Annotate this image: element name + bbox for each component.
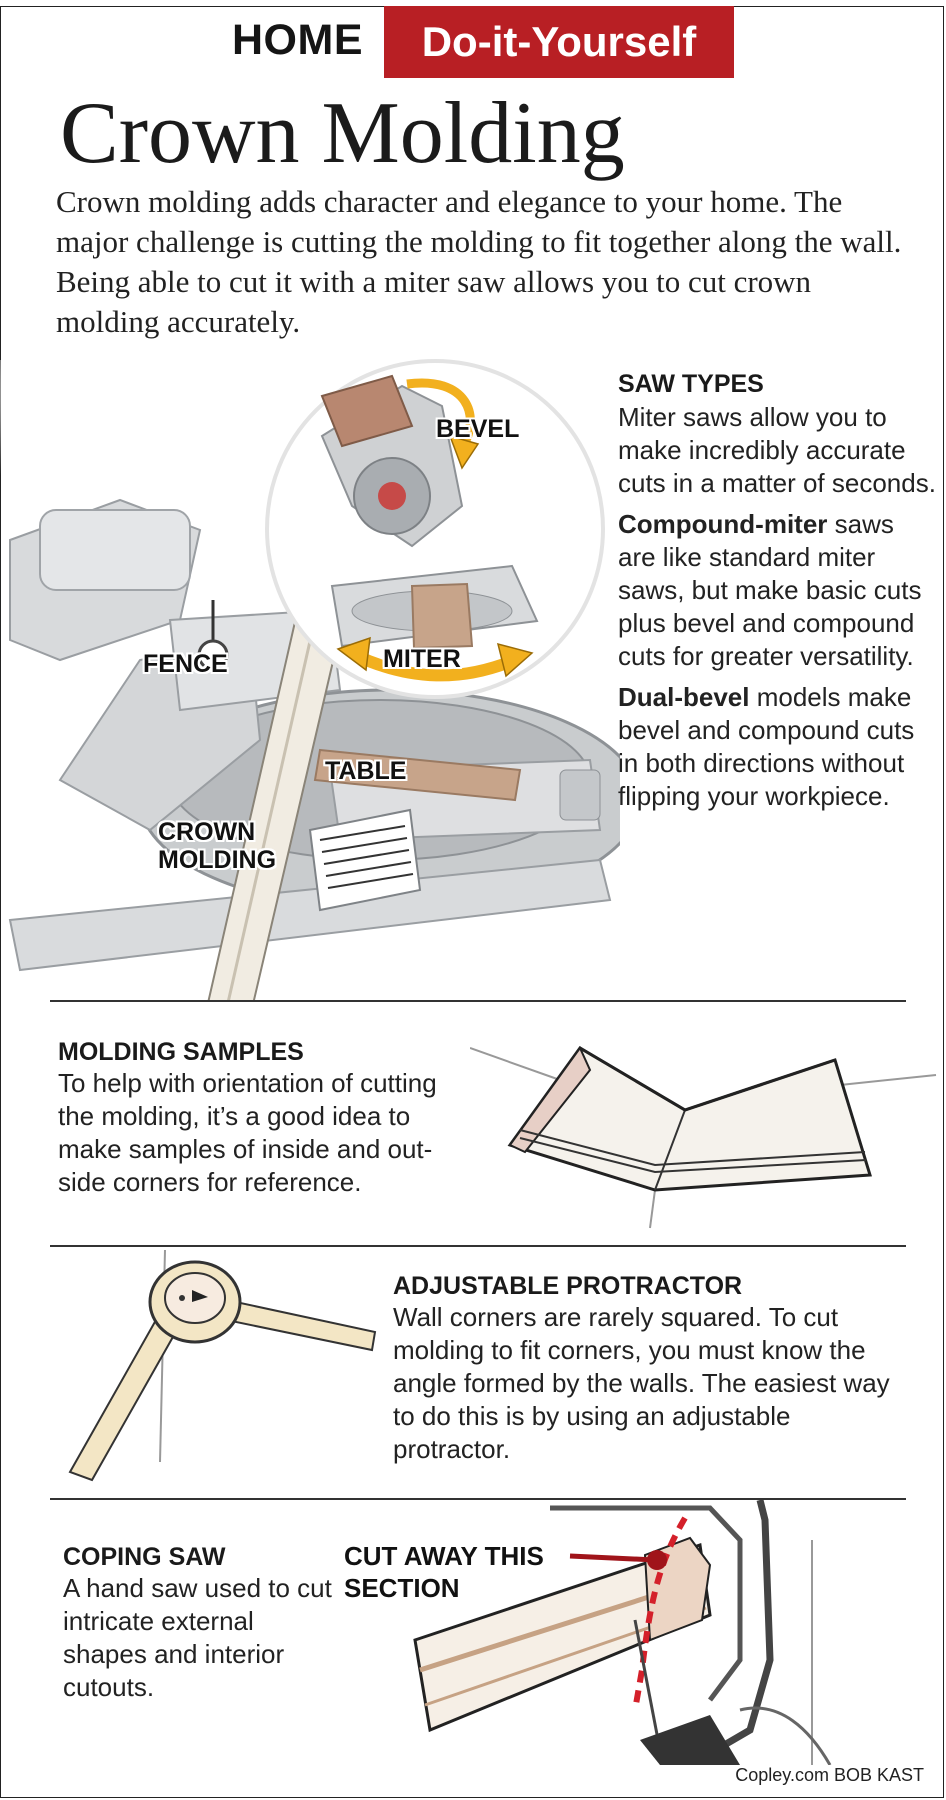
- intro-paragraph: Crown molding adds character and eleganc…: [56, 184, 902, 339]
- cut-away-callout: CUT AWAY THIS SECTION: [344, 1540, 544, 1604]
- saw-types-p3-text: models make bevel and compound cuts in b…: [618, 682, 915, 811]
- saw-types-p2-bold: Compound-miter: [618, 509, 828, 539]
- molding-sample-illustration: [470, 1046, 937, 1229]
- saw-types-heading: SAW TYPES: [618, 370, 764, 398]
- label-crown: CROWN: [158, 818, 256, 846]
- divider-1: [50, 1000, 906, 1002]
- saw-types-p2-text: saws are like standard miter saws, but m…: [618, 509, 922, 671]
- label-table: TABLE: [325, 757, 407, 785]
- cut-away-callout-line2: SECTION: [344, 1573, 460, 1603]
- coping-saw-section: COPING SAW A hand saw used to cut intric…: [63, 1543, 343, 1704]
- label-molding: MOLDING: [158, 846, 277, 874]
- molding-samples-body: To help with orientation of cutting the …: [58, 1068, 437, 1197]
- divider-2: [50, 1245, 906, 1247]
- coping-saw-illustration: [413, 1500, 832, 1765]
- protractor-heading: ADJUSTABLE PROTRACTOR: [393, 1272, 743, 1300]
- page-title: Crown Molding: [60, 85, 625, 182]
- saw-types-p3-bold: Dual-bevel: [618, 682, 750, 712]
- saw-inset-circle: [265, 359, 605, 699]
- divider-3: [50, 1498, 906, 1500]
- saw-types-p1: Miter saws allow you to make incredibly …: [618, 402, 936, 498]
- molding-samples-section: MOLDING SAMPLES To help with orientation…: [58, 1038, 478, 1199]
- coping-saw-heading: COPING SAW: [63, 1543, 226, 1571]
- saw-types-section: SAW TYPES Miter saws allow you to make i…: [618, 370, 938, 821]
- header-section-banner: Do-it-Yourself: [384, 6, 734, 78]
- credit-line: Copley.com BOB KAST: [735, 1765, 924, 1785]
- saw-types-p2: Compound-miter saws are like standard mi…: [618, 508, 938, 673]
- miter-saw-illustration: [0, 360, 620, 1000]
- label-bevel: BEVEL: [436, 415, 520, 443]
- coping-saw-body: A hand saw used to cut intricate externa…: [63, 1573, 332, 1702]
- label-miter: MITER: [383, 645, 461, 673]
- header-home: HOME: [232, 16, 363, 64]
- protractor-illustration: [68, 1250, 377, 1482]
- label-fence: FENCE: [143, 650, 228, 678]
- protractor-section: ADJUSTABLE PROTRACTOR Wall corners are r…: [393, 1272, 893, 1466]
- cut-away-callout-line1: CUT AWAY THIS: [344, 1541, 544, 1571]
- saw-types-p3: Dual-bevel models make bevel and compoun…: [618, 681, 938, 813]
- molding-samples-heading: MOLDING SAMPLES: [58, 1038, 304, 1066]
- protractor-body: Wall corners are rarely squared. To cut …: [393, 1302, 890, 1464]
